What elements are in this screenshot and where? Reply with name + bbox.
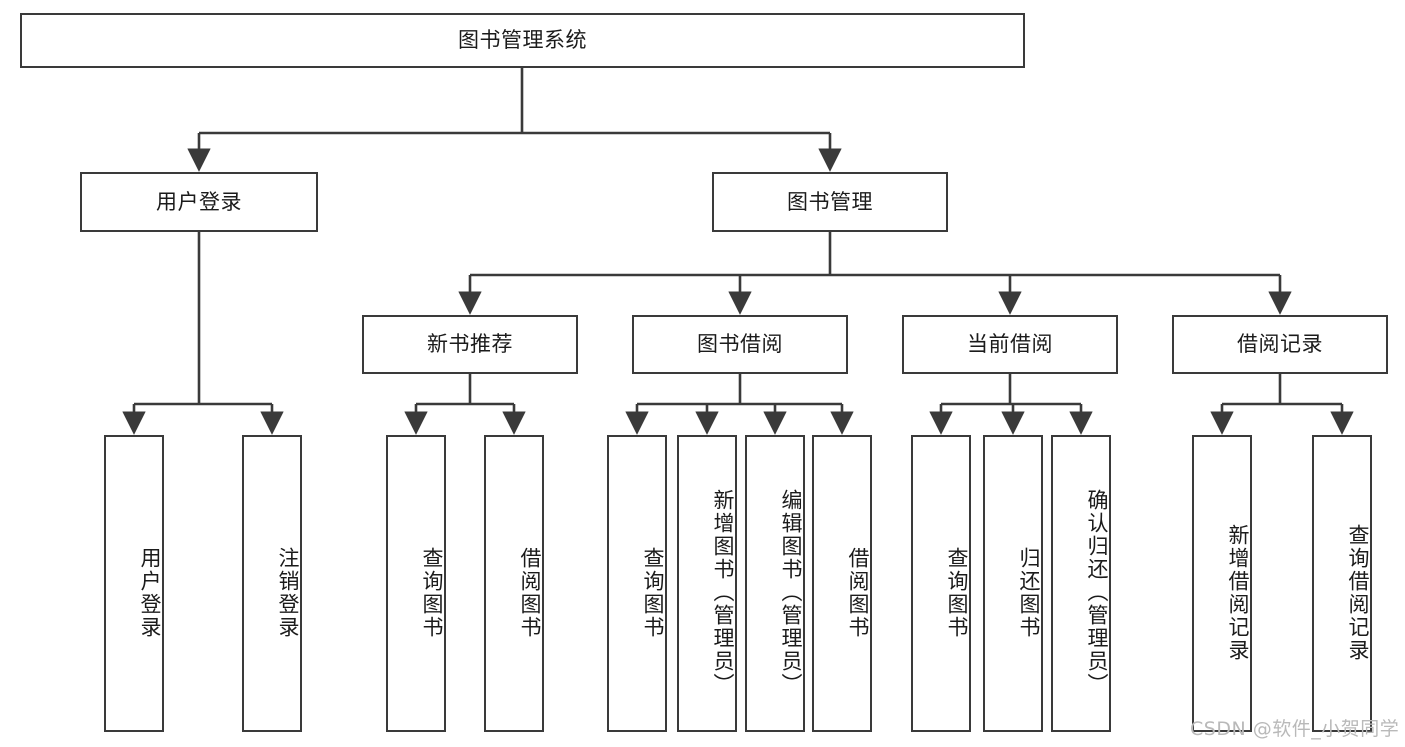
node-new-book-recommend[interactable]: 新书推荐 (362, 315, 578, 374)
node-borrow-record-label: 借阅记录 (1237, 332, 1323, 357)
node-leaf-add-borrow-record-label: 新增借阅记录 (1226, 523, 1250, 662)
node-leaf-query-book-1-label: 查询图书 (420, 546, 444, 639)
node-leaf-borrow-book-1[interactable]: 借阅图书 (484, 435, 544, 732)
node-leaf-query-book-1[interactable]: 查询图书 (386, 435, 446, 732)
node-leaf-add-borrow-record[interactable]: 新增借阅记录 (1192, 435, 1252, 732)
node-leaf-query-borrow-record[interactable]: 查询借阅记录 (1312, 435, 1372, 732)
node-book-manage-label: 图书管理 (787, 189, 873, 214)
node-leaf-borrow-book-1-label: 借阅图书 (518, 546, 542, 639)
node-leaf-edit-book-admin-label: 编辑图书（管理员） (779, 489, 803, 696)
node-new-book-recommend-label: 新书推荐 (427, 332, 513, 357)
node-leaf-borrow-book-2[interactable]: 借阅图书 (812, 435, 872, 732)
node-user-login[interactable]: 用户登录 (80, 172, 318, 232)
node-leaf-user-logout-label: 注销登录 (276, 546, 300, 639)
node-leaf-query-borrow-record-label: 查询借阅记录 (1346, 523, 1370, 662)
node-leaf-add-book-admin-label: 新增图书（管理员） (711, 489, 735, 696)
csdn-watermark: CSDN @软件_小贺同学 (1190, 718, 1400, 740)
node-current-borrow[interactable]: 当前借阅 (902, 315, 1118, 374)
node-leaf-confirm-return-admin[interactable]: 确认归还（管理员） (1051, 435, 1111, 732)
node-leaf-add-book-admin[interactable]: 新增图书（管理员） (677, 435, 737, 732)
node-leaf-query-book-3[interactable]: 查询图书 (911, 435, 971, 732)
node-leaf-user-login[interactable]: 用户登录 (104, 435, 164, 732)
node-leaf-edit-book-admin[interactable]: 编辑图书（管理员） (745, 435, 805, 732)
node-user-login-label: 用户登录 (156, 189, 242, 214)
node-leaf-user-logout[interactable]: 注销登录 (242, 435, 302, 732)
node-current-borrow-label: 当前借阅 (967, 332, 1053, 357)
node-leaf-query-book-3-label: 查询图书 (945, 546, 969, 639)
node-leaf-return-book[interactable]: 归还图书 (983, 435, 1043, 732)
node-book-borrow-label: 图书借阅 (697, 332, 783, 357)
node-leaf-return-book-label: 归还图书 (1017, 546, 1041, 639)
node-leaf-confirm-return-admin-label: 确认归还（管理员） (1085, 489, 1109, 696)
node-root[interactable]: 图书管理系统 (20, 13, 1025, 68)
node-book-borrow[interactable]: 图书借阅 (632, 315, 848, 374)
node-borrow-record[interactable]: 借阅记录 (1172, 315, 1388, 374)
node-book-manage[interactable]: 图书管理 (712, 172, 948, 232)
node-leaf-query-book-2-label: 查询图书 (641, 546, 665, 639)
node-root-label: 图书管理系统 (458, 28, 587, 53)
node-leaf-borrow-book-2-label: 借阅图书 (846, 546, 870, 639)
node-leaf-query-book-2[interactable]: 查询图书 (607, 435, 667, 732)
node-leaf-user-login-label: 用户登录 (138, 546, 162, 639)
